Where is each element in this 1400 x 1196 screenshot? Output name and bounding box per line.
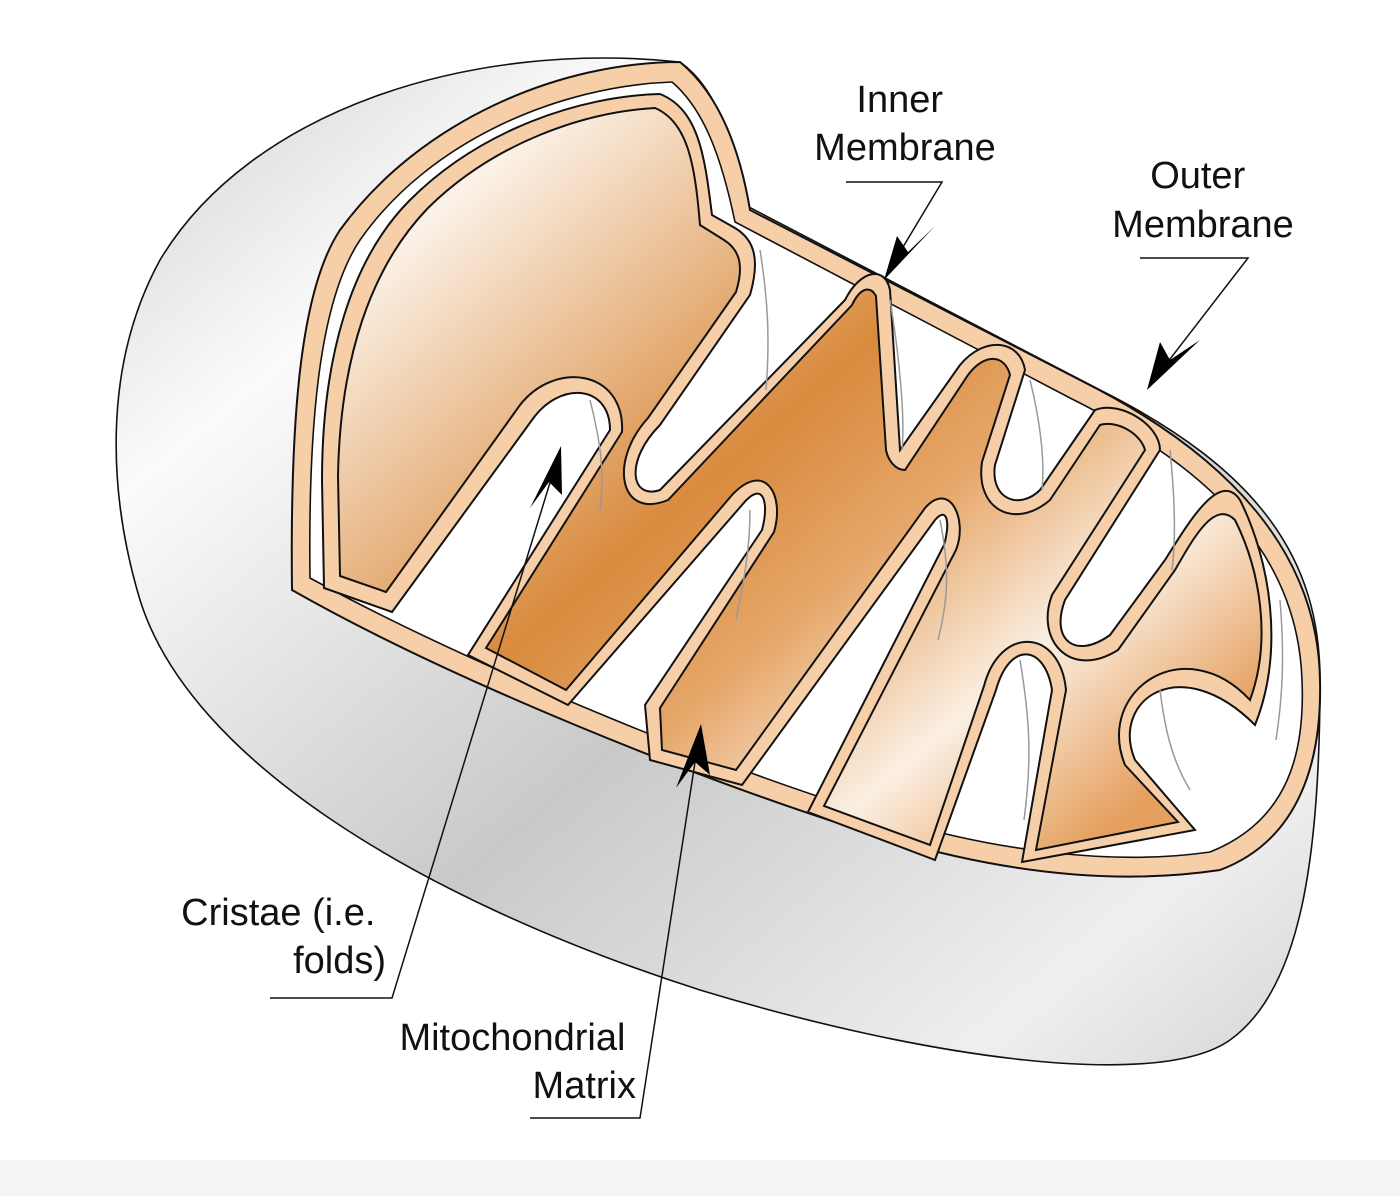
crista-depth-line bbox=[1019, 659, 1030, 821]
cristae-arrowhead bbox=[530, 446, 562, 508]
crista-depth-line bbox=[1029, 379, 1044, 491]
crista-depth-line bbox=[1159, 689, 1191, 791]
crista-depth-line bbox=[937, 519, 948, 641]
crista-depth-line bbox=[1275, 599, 1284, 741]
matrix-arrowhead bbox=[676, 724, 710, 788]
matrix-leader bbox=[530, 729, 701, 1119]
cristae-label: Cristae (i.e. folds) bbox=[181, 892, 386, 982]
inner-membrane-leader bbox=[846, 181, 944, 273]
cristae-leader bbox=[270, 449, 561, 999]
outer-membrane-label: Outer Membrane bbox=[1112, 155, 1294, 246]
crista-depth-line bbox=[889, 299, 904, 451]
crista-depth-line bbox=[589, 399, 603, 511]
inner-membrane-arrowhead bbox=[884, 226, 935, 280]
crista-depth-line bbox=[1169, 449, 1176, 571]
crista-depth-line bbox=[759, 249, 769, 391]
matrix-label: Mitochondrial Matrix bbox=[399, 1017, 636, 1107]
bottom-band bbox=[0, 1160, 1400, 1196]
outer-membrane-leader bbox=[1140, 257, 1250, 386]
outer-membrane-arrowhead bbox=[1147, 340, 1200, 390]
crista-depth-line bbox=[735, 509, 751, 621]
inner-membrane-label: Inner Membrane bbox=[814, 79, 996, 169]
mitochondrial-matrix bbox=[336, 106, 1263, 852]
